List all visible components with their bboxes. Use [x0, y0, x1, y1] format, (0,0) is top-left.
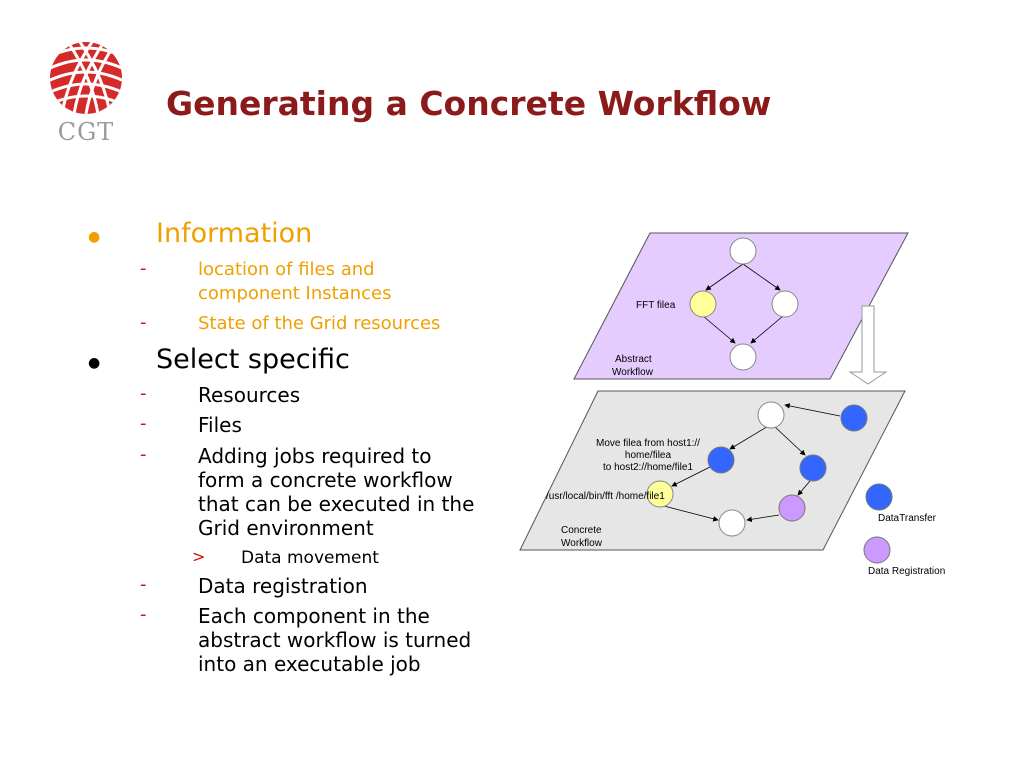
edge — [774, 426, 806, 456]
bullet-dot-icon: ● — [88, 355, 101, 371]
move-label: Move filea from host1:// — [596, 438, 700, 449]
concrete-workflow-plane — [519, 390, 906, 551]
legend-transfer-swatch — [865, 483, 893, 511]
edge — [671, 466, 711, 487]
abstract-workflow-label: Abstract — [615, 354, 652, 365]
abstract-node — [729, 343, 757, 371]
move-label: home/filea — [625, 450, 672, 461]
sub-bullet-line: location of files and — [198, 259, 375, 280]
legend-registration-swatch — [863, 536, 891, 564]
edge — [797, 480, 811, 496]
sub-bullet-line: Each component in the — [198, 604, 430, 628]
sub-bullet-line: State of the Grid resources — [198, 313, 441, 334]
transfer-node — [799, 454, 827, 482]
sub-bullet-line: Grid environment — [198, 516, 374, 540]
move-label: to host2://home/file1 — [603, 462, 693, 473]
concrete-node — [757, 401, 785, 429]
sub-bullet-line: Files — [198, 413, 242, 437]
sub-bullet-line: Adding jobs required to — [198, 444, 432, 468]
fft-label: FFT filea — [636, 300, 676, 311]
abstract-workflow-plane — [573, 232, 909, 380]
bullet-dot-icon: ● — [88, 229, 101, 245]
slide-title: Generating a Concrete Workflow — [166, 84, 772, 123]
edge — [702, 315, 736, 344]
abstract-node — [729, 237, 757, 265]
bullet-heading: Information — [156, 218, 313, 249]
sub-bullet-line: Resources — [198, 383, 301, 407]
sub-bullet-line: form a concrete workflow — [198, 468, 453, 492]
concrete-workflow-label: Workflow — [561, 538, 603, 549]
legend-transfer-label: DataTransfer — [878, 513, 937, 524]
sub-bullet-line: into an executable job — [198, 652, 421, 676]
logo-text: CGT — [57, 118, 115, 146]
sub-bullet-line: abstract workflow is turned — [198, 628, 472, 652]
transfer-node — [707, 446, 735, 474]
edge — [784, 403, 841, 417]
sub-bullet-line: component Instances — [198, 283, 392, 304]
exec-label: /usr/local/bin/fft /home/file1 — [546, 491, 665, 502]
edge — [742, 263, 781, 291]
workflow-diagram: FFT filea Abstract Workflow Move filea f… — [519, 232, 945, 577]
bullet-outline: ● Information - location of files and co… — [88, 218, 475, 677]
bullet-heading: Select specific — [156, 344, 350, 375]
concrete-workflow-label: Concrete — [561, 525, 602, 536]
dash-marker-icon: - — [140, 383, 147, 404]
compute-node-fft — [646, 480, 674, 508]
legend-registration-label: Data Registration — [868, 566, 945, 577]
cgt-logo-icon — [50, 42, 122, 114]
abstract-node-fft — [689, 290, 717, 318]
edge — [746, 514, 780, 523]
abstract-workflow-label: Workflow — [612, 367, 654, 378]
edge — [729, 424, 771, 450]
dash-marker-icon: - — [140, 312, 147, 333]
chevron-right-icon: > — [192, 547, 206, 566]
dash-marker-icon: - — [140, 574, 147, 595]
dash-marker-icon: - — [140, 413, 147, 434]
arrow-down-icon — [848, 305, 888, 385]
dash-marker-icon: - — [140, 604, 147, 625]
abstract-node — [771, 290, 799, 318]
sub-sub-bullet-text: Data movement — [241, 548, 379, 568]
concrete-node — [718, 509, 746, 537]
edge — [663, 505, 719, 522]
edge — [705, 263, 744, 291]
sub-bullet-line: that can be executed in the — [198, 492, 475, 516]
dash-marker-icon: - — [140, 444, 147, 465]
dash-marker-icon: - — [140, 258, 147, 279]
registration-node — [778, 494, 806, 522]
transfer-node — [840, 404, 868, 432]
edge — [750, 315, 784, 344]
sub-bullet-line: Data registration — [198, 574, 368, 598]
